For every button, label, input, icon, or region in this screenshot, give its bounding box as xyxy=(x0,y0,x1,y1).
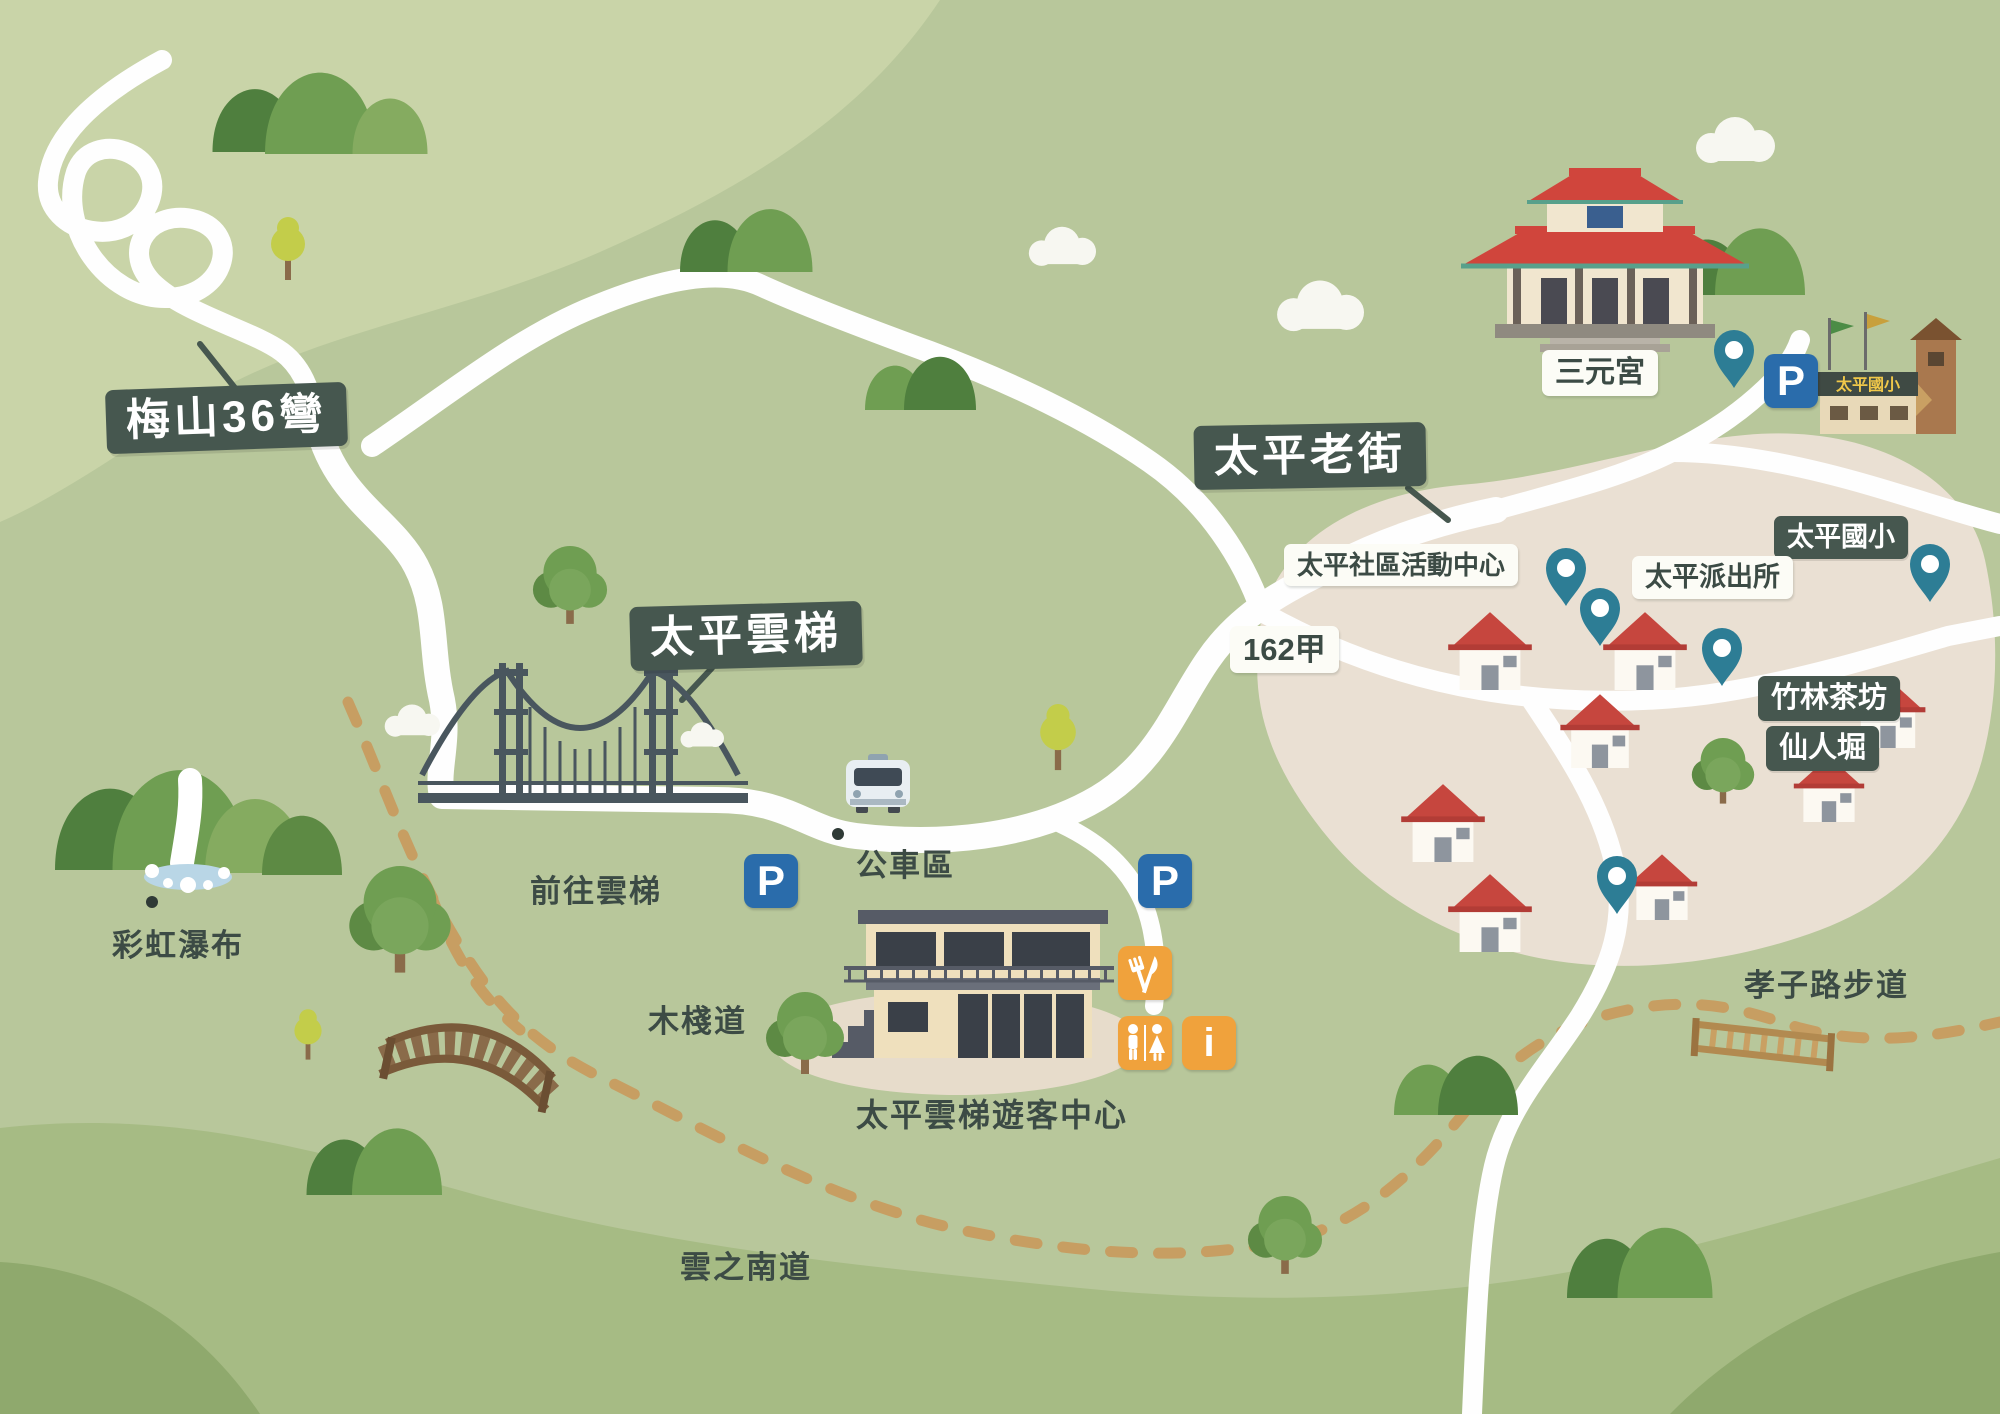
road-village-south xyxy=(1462,688,1629,1414)
waterfall-illustration xyxy=(55,768,342,893)
yellow-tree-icon xyxy=(1040,703,1076,771)
pointer-meishan xyxy=(197,341,238,391)
label-visitor-center: 太平雲梯遊客中心 xyxy=(856,1097,1129,1133)
mountain-icon xyxy=(865,356,976,410)
suspension-bridge-illustration xyxy=(418,663,748,803)
wooden-bridge-illustration xyxy=(377,1023,560,1114)
information-icon: i xyxy=(1182,1016,1236,1070)
yellow-tree-icon xyxy=(294,1009,322,1060)
label-wooden-boardwalk: 木棧道 xyxy=(648,1004,747,1039)
cloud-icon xyxy=(1696,117,1775,163)
road-meishan-36-bends xyxy=(37,50,328,436)
label-community-center: 太平社區活動中心 xyxy=(1284,544,1519,586)
label-cloud-south-trail: 雲之南道 xyxy=(680,1250,812,1285)
waterfall-dot xyxy=(146,896,158,908)
parking-icon: P xyxy=(744,854,798,908)
cloud-icon xyxy=(1277,280,1364,332)
parking-letter: P xyxy=(1776,357,1805,404)
man-woman-glyph xyxy=(1128,1024,1165,1061)
mountain-icon xyxy=(1394,1055,1518,1115)
cloud-icon xyxy=(1028,226,1096,266)
temple-illustration xyxy=(1461,168,1749,352)
label-rainbow-waterfall: 彩虹瀑布 xyxy=(112,928,244,963)
label-xiaozi-trail: 孝子路步道 xyxy=(1744,968,1909,1003)
visitor-center-illustration xyxy=(832,910,1114,1058)
tree-icon xyxy=(532,546,608,624)
parking-icon: P xyxy=(1138,854,1192,908)
bus-area-dot xyxy=(832,828,844,840)
mountain-icon xyxy=(680,209,813,272)
label-bus-area: 公車區 xyxy=(856,848,955,883)
trail-south-cloud-path xyxy=(342,696,2000,1259)
label-meishan-36-bends: 梅山36彎 xyxy=(104,381,348,455)
label-sanyuan-temple: 三元宮 xyxy=(1542,350,1658,396)
label-police-station: 太平派出所 xyxy=(1632,556,1793,599)
road-to-school xyxy=(1662,442,2000,534)
location-pin-icon xyxy=(1714,330,1754,388)
school-illustration: 太平國小 xyxy=(1818,312,1962,434)
parking-letter: P xyxy=(1150,857,1179,904)
pointer-old-street xyxy=(1405,485,1451,523)
label-taiping-yunti: 太平雲梯 xyxy=(629,600,863,672)
tree-icon xyxy=(349,866,451,973)
information-letter: i xyxy=(1203,1021,1215,1065)
parking-letter: P xyxy=(756,857,785,904)
label-elementary-school: 太平國小 xyxy=(1774,516,1908,559)
fork-knife-glyph xyxy=(1128,955,1158,994)
label-to-yunti: 前往雲梯 xyxy=(530,874,662,909)
road-upper xyxy=(361,265,1273,623)
label-route-162: 162甲 xyxy=(1230,626,1339,673)
road-village-east xyxy=(1252,602,2000,711)
road-main xyxy=(305,413,1509,853)
ladder-bridge-illustration xyxy=(1690,1017,1836,1072)
label-xianrenku: 仙人堀 xyxy=(1766,726,1880,771)
bus-icon xyxy=(846,754,910,813)
tree-icon xyxy=(1247,1196,1323,1274)
parking-icon: P xyxy=(1764,354,1818,408)
label-bamboo-tea-house: 竹林茶坊 xyxy=(1758,676,1901,721)
label-taiping-old-street: 太平老街 xyxy=(1193,421,1427,491)
cloud-icon xyxy=(680,722,724,748)
mountain-icon xyxy=(1567,1227,1713,1298)
school-banner-text: 太平國小 xyxy=(1835,375,1900,394)
mountain-icon xyxy=(306,1128,442,1195)
restroom-icon xyxy=(1118,1016,1172,1070)
restaurant-icon xyxy=(1118,946,1172,1000)
